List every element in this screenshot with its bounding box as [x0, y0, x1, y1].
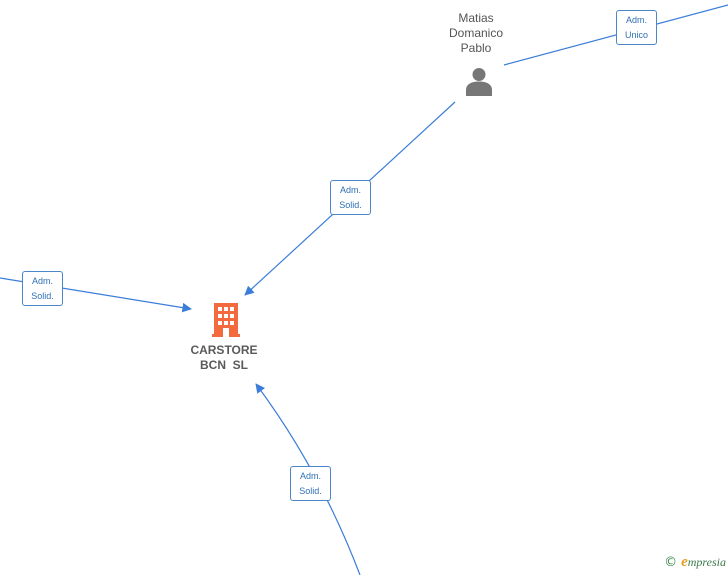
company-name-line1: CARSTORE	[190, 343, 258, 357]
edge-label-line2: Solid.	[339, 200, 362, 210]
edge-label-line2: Solid.	[31, 291, 54, 301]
brand-name: mpresia	[687, 555, 726, 569]
copyright-icon: ©	[664, 555, 678, 570]
edge-label-adm-unico[interactable]: Adm. Unico	[616, 10, 657, 45]
edge-label-adm-solid-bottom[interactable]: Adm. Solid.	[290, 466, 331, 501]
edge-label-line1: Adm.	[339, 185, 361, 195]
person-name-line1: Matias	[458, 11, 494, 25]
person-name-line2: Domanico	[448, 26, 504, 40]
company-name-line2: BCN SL	[200, 358, 248, 372]
brand-logo-letter: e	[681, 554, 688, 570]
person-icon[interactable]	[464, 66, 494, 96]
person-name-line3: Pablo	[460, 41, 492, 55]
edge-label-line1: Adm.	[299, 471, 321, 481]
edge-label-adm-solid-person[interactable]: Adm. Solid.	[330, 180, 371, 215]
edge-label-line1: Adm.	[625, 15, 647, 25]
edge-label-adm-solid-left[interactable]: Adm. Solid.	[22, 271, 63, 306]
edge-label-line2: Solid.	[299, 486, 322, 496]
person-name: Matias Domanico Pablo	[436, 11, 516, 56]
edge-label-line2: Unico	[624, 30, 648, 40]
brand-watermark: © e mpresia	[664, 554, 726, 571]
edge-label-line1: Adm.	[31, 276, 53, 286]
company-name[interactable]: CARSTORE BCN SL	[174, 343, 274, 373]
building-icon[interactable]	[212, 303, 240, 337]
